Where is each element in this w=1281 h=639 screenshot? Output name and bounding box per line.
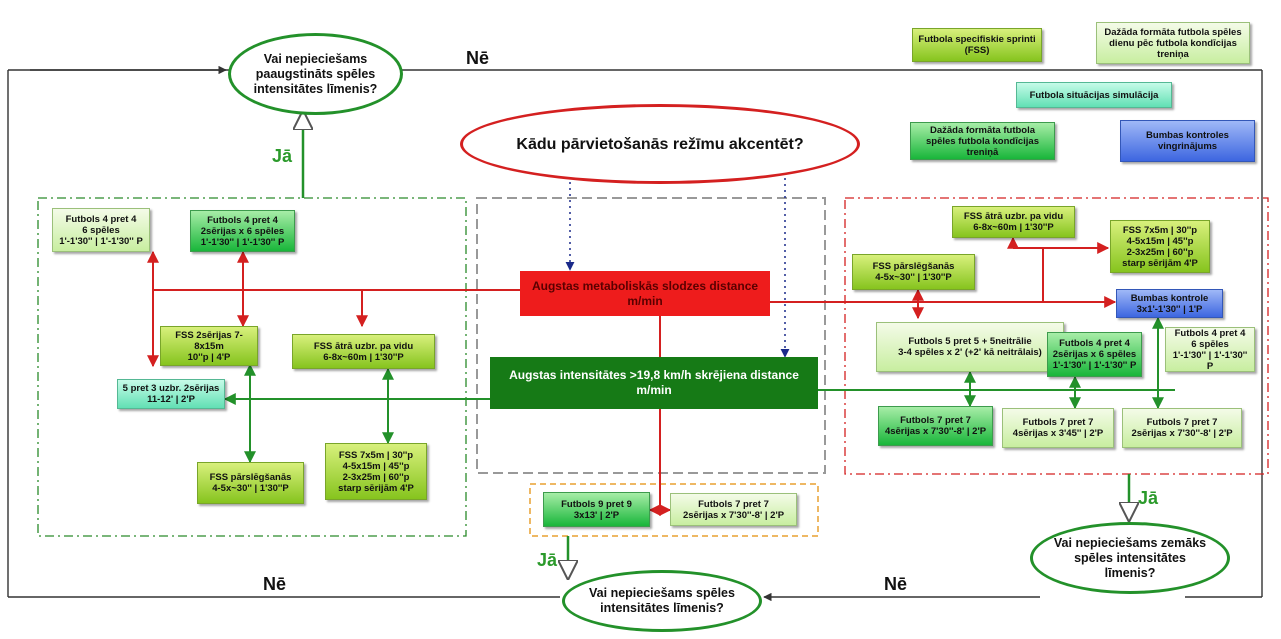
- label-ja-left: Jā: [272, 146, 293, 166]
- label-ne-bottom-left: Nē: [263, 574, 287, 594]
- bar-metabolic-load: Augstas metaboliskās slodzes distance m/…: [520, 271, 770, 316]
- legend-simulation: Futbola situācijas simulācija: [1016, 82, 1172, 108]
- label-ja-right: Jā: [1138, 488, 1159, 508]
- red-connectors: [147, 236, 1117, 516]
- bar-high-intensity: Augstas intensitātes >19,8 km/h skrējien…: [490, 357, 818, 409]
- green-connectors: [223, 316, 1175, 464]
- bottom-group-frame: [529, 483, 819, 537]
- question-top-left: Vai nepieciešams paaugstināts spēles int…: [228, 33, 403, 115]
- right-group-frame: [844, 197, 1269, 475]
- question-bottom-right: Vai nepieciešams zemāks spēles intensitā…: [1030, 522, 1230, 594]
- legend-ball-control: Bumbas kontroles vingrinājums: [1120, 120, 1255, 162]
- label-ja-bottom: Jā: [537, 550, 558, 570]
- left-group-frame: [37, 197, 467, 537]
- question-bottom-center: Vai nepieciešams spēles intensitātes līm…: [562, 570, 762, 632]
- label-ne-top: Nē: [466, 48, 490, 68]
- legend-fss: Futbola specifiskie sprinti (FSS): [912, 28, 1042, 62]
- legend-conditioning: Dažāda formāta futbola spēles futbola ko…: [910, 122, 1055, 160]
- label-ne-bottom-right: Nē: [884, 574, 908, 594]
- outer-loop: [7, 65, 1263, 602]
- question-center: Kādu pārvietošanās režīmu akcentēt?: [460, 104, 860, 184]
- legend-day-after: Dažāda formāta futbola spēles dienu pēc …: [1096, 22, 1250, 64]
- center-group-frame: [476, 197, 826, 474]
